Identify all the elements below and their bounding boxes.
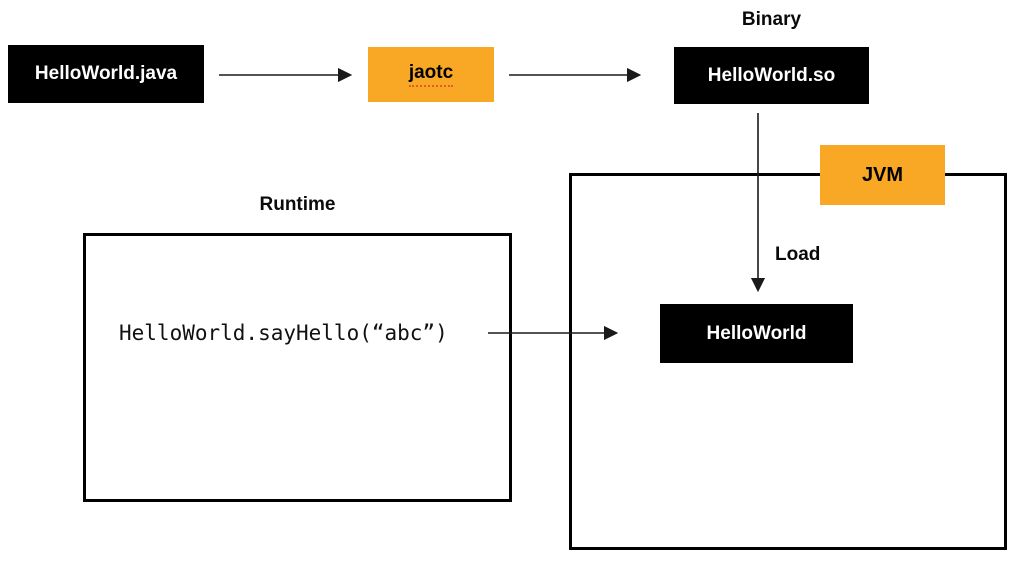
code-call-text: HelloWorld.sayHello(“abc”)	[119, 321, 448, 345]
node-jaotc-label: jaotc	[408, 62, 454, 87]
node-loaded-class: HelloWorld	[660, 304, 853, 363]
label-binary: Binary	[741, 9, 802, 30]
label-runtime: Runtime	[259, 194, 336, 215]
node-loaded-class-label: HelloWorld	[706, 322, 807, 344]
node-jaotc-compiler: jaotc	[368, 47, 494, 102]
runtime-box	[83, 233, 512, 502]
node-source-file: HelloWorld.java	[8, 45, 204, 103]
node-binary-file: HelloWorld.so	[674, 47, 869, 104]
jvm-tab: JVM	[820, 145, 945, 205]
label-load: Load	[775, 244, 821, 265]
jvm-tab-label: JVM	[861, 163, 904, 186]
node-binary-file-label: HelloWorld.so	[707, 64, 836, 86]
node-source-file-label: HelloWorld.java	[34, 63, 178, 84]
